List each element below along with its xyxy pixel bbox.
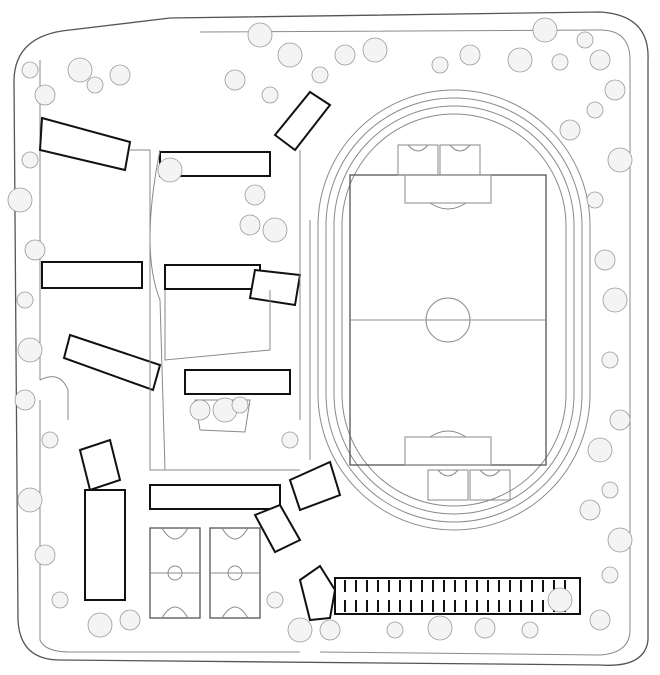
tree xyxy=(231,396,249,414)
tree xyxy=(607,527,633,553)
basketball-court xyxy=(427,469,469,501)
tree xyxy=(576,31,594,49)
tree xyxy=(21,151,39,169)
tree xyxy=(589,49,611,71)
tree xyxy=(604,79,626,101)
running-track xyxy=(317,89,591,531)
tree xyxy=(239,214,261,236)
court-key xyxy=(449,144,471,152)
tree xyxy=(277,42,303,68)
tree xyxy=(262,217,288,243)
tree xyxy=(586,101,604,119)
tree xyxy=(17,337,43,363)
tree xyxy=(189,399,211,421)
football-pitch xyxy=(349,174,547,466)
tree xyxy=(247,22,273,48)
court-key xyxy=(479,469,501,477)
tree xyxy=(21,61,39,79)
tree xyxy=(14,389,36,411)
tree xyxy=(311,66,329,84)
court-key xyxy=(161,527,189,619)
classroom-wings xyxy=(38,90,342,601)
tree xyxy=(587,437,613,463)
tree xyxy=(334,44,356,66)
tree xyxy=(34,84,56,106)
tree xyxy=(86,76,104,94)
tree xyxy=(547,587,573,613)
basketball-courts xyxy=(149,144,511,619)
tree xyxy=(431,56,449,74)
tree xyxy=(261,86,279,104)
court-key xyxy=(437,469,459,477)
tree xyxy=(427,615,453,641)
tree xyxy=(41,431,59,449)
tree xyxy=(34,544,56,566)
tree xyxy=(224,69,246,91)
tree xyxy=(507,47,533,73)
tree xyxy=(601,481,619,499)
tree xyxy=(589,609,611,631)
tree xyxy=(551,53,569,71)
tree xyxy=(51,591,69,609)
tree xyxy=(521,621,539,639)
tree xyxy=(559,119,581,141)
basketball-court xyxy=(397,144,439,176)
tree xyxy=(24,239,46,261)
tree xyxy=(266,591,284,609)
tree xyxy=(609,409,631,431)
tree xyxy=(459,44,481,66)
tree xyxy=(532,17,558,43)
tree xyxy=(119,609,141,631)
trees xyxy=(7,17,633,643)
court-key xyxy=(221,527,249,619)
tree xyxy=(594,249,616,271)
tree xyxy=(87,612,113,638)
court-center-circle xyxy=(227,565,243,581)
tree xyxy=(244,184,266,206)
tree xyxy=(607,147,633,173)
site-boundary xyxy=(13,11,649,666)
tree xyxy=(16,291,34,309)
tree xyxy=(281,431,299,449)
basketball-court xyxy=(439,144,481,176)
tree xyxy=(319,619,341,641)
tree xyxy=(601,566,619,584)
tree xyxy=(287,617,313,643)
tree xyxy=(474,617,496,639)
tree xyxy=(601,351,619,369)
basketball-court xyxy=(469,469,511,501)
court-key xyxy=(407,144,429,152)
tree xyxy=(67,57,93,83)
tree xyxy=(17,487,43,513)
staff-building xyxy=(298,564,581,622)
tree xyxy=(579,499,601,521)
tree xyxy=(7,187,33,213)
tree xyxy=(362,37,388,63)
tree xyxy=(602,287,628,313)
tree xyxy=(386,621,404,639)
tree xyxy=(109,64,131,86)
tree xyxy=(586,191,604,209)
court-center-circle xyxy=(167,565,183,581)
tree xyxy=(157,157,183,183)
